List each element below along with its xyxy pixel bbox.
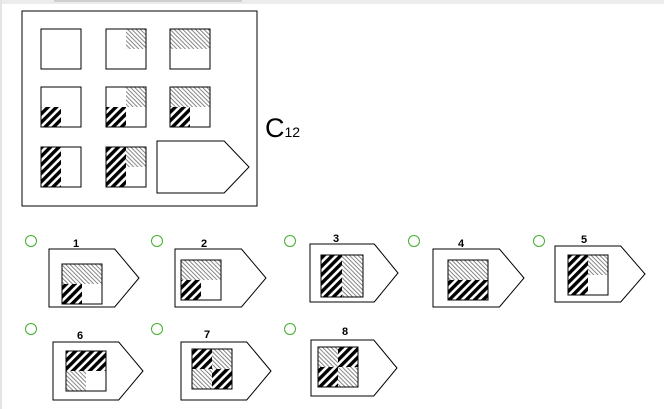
square-outline	[40, 146, 82, 188]
option-figure	[180, 341, 272, 401]
pattern-square	[40, 146, 82, 188]
light-hatch-region	[126, 87, 146, 107]
dark-hatch-region	[41, 147, 61, 187]
square-outline	[105, 28, 147, 70]
square-outline	[40, 86, 82, 128]
dark-hatch-region	[62, 284, 82, 304]
light-hatch-region	[62, 264, 102, 284]
option-number: 4	[458, 238, 465, 250]
square-outline	[105, 86, 147, 128]
pattern-square	[191, 348, 233, 390]
square-outline	[40, 28, 82, 70]
dark-hatch-region	[41, 107, 61, 127]
square-outline	[317, 346, 359, 388]
option-radio[interactable]	[533, 235, 545, 247]
pattern-square	[40, 28, 82, 70]
pattern-square	[447, 259, 489, 301]
dark-hatch-region	[318, 367, 338, 387]
option-figure	[310, 339, 398, 397]
square-outline	[105, 146, 147, 188]
option-figure	[48, 248, 140, 308]
square-outline	[169, 28, 211, 70]
square-outline	[65, 350, 107, 392]
option-figure	[432, 248, 525, 308]
pattern-square	[61, 263, 103, 305]
square-outline	[567, 254, 609, 296]
square-outline	[180, 259, 222, 301]
option-radio[interactable]	[284, 323, 296, 335]
option-radio[interactable]	[25, 323, 37, 335]
option-figure	[174, 248, 267, 308]
option-radio[interactable]	[25, 235, 37, 247]
option-number: 2	[201, 238, 208, 250]
pattern-square	[317, 346, 359, 388]
option-figure	[309, 243, 399, 303]
light-hatch-region	[170, 87, 190, 107]
dark-hatch-region	[212, 369, 232, 389]
light-hatch-region	[192, 369, 212, 389]
light-hatch-region	[66, 371, 86, 391]
light-hatch-region	[588, 255, 608, 275]
dark-hatch-region	[448, 280, 488, 300]
question-grid	[40, 28, 250, 194]
light-hatch-region	[170, 29, 210, 49]
option-figure	[554, 245, 646, 303]
light-hatch-region	[342, 255, 363, 297]
square-outline	[191, 348, 233, 390]
top-scroll-bar	[0, 0, 664, 4]
question-label: C12	[265, 113, 300, 147]
option-number: 6	[77, 330, 84, 342]
dark-hatch-region	[568, 255, 588, 295]
pattern-square	[180, 259, 222, 301]
pattern-square	[105, 28, 147, 70]
square-outline	[320, 254, 364, 298]
option-number: 7	[204, 329, 211, 341]
square-outline	[447, 259, 489, 301]
pattern-square	[567, 254, 609, 296]
pattern-square	[105, 86, 147, 128]
light-hatch-region	[126, 147, 146, 167]
option-radio[interactable]	[284, 235, 296, 247]
light-hatch-region	[448, 260, 488, 280]
dark-hatch-region	[170, 107, 190, 127]
question-label-main: C	[265, 113, 285, 143]
light-hatch-region	[181, 260, 221, 280]
dark-hatch-region	[321, 255, 342, 297]
pattern-square	[320, 254, 364, 298]
dark-hatch-region	[338, 347, 358, 367]
option-number: 3	[333, 233, 340, 245]
answer-slot-arrow	[156, 140, 250, 194]
left-border	[0, 0, 2, 409]
option-number: 1	[73, 238, 80, 250]
pattern-square	[169, 28, 211, 70]
square-outline	[61, 263, 103, 305]
option-radio[interactable]	[151, 235, 163, 247]
option-number: 5	[581, 234, 588, 246]
light-hatch-region	[126, 29, 146, 49]
pattern-square	[105, 146, 147, 188]
light-hatch-region	[318, 347, 338, 367]
light-hatch-region	[212, 349, 232, 369]
light-hatch-region	[338, 367, 358, 387]
pattern-square	[40, 86, 82, 128]
option-radio[interactable]	[408, 235, 420, 247]
option-figure	[52, 341, 144, 401]
square-background	[41, 29, 81, 69]
dark-hatch-region	[192, 349, 212, 369]
light-hatch-region	[190, 87, 210, 107]
option-number: 8	[342, 326, 349, 338]
dark-hatch-region	[106, 107, 126, 127]
pattern-square	[65, 350, 107, 392]
options-list	[48, 243, 646, 401]
dark-hatch-region	[66, 351, 106, 371]
option-radio[interactable]	[151, 323, 163, 335]
scroll-grip[interactable]	[54, 0, 242, 2]
dark-hatch-region	[106, 147, 126, 187]
pattern-square	[169, 86, 211, 128]
question-label-sub: 12	[284, 124, 301, 140]
square-outline	[169, 86, 211, 128]
